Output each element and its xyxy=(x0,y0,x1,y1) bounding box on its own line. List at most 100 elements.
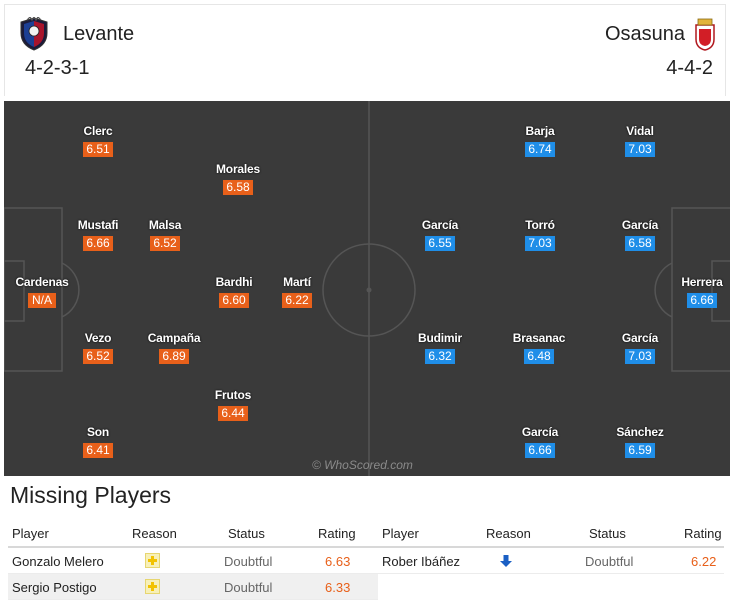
player-name: Mustafi xyxy=(77,218,119,232)
away-player-torro[interactable]: Torró 7.03 xyxy=(500,218,580,252)
player-name: Morales xyxy=(216,162,260,176)
levante-crest-icon xyxy=(20,17,48,51)
player-name: Brasanac xyxy=(512,331,566,345)
watermark: © WhoScored.com xyxy=(312,458,413,472)
status-text: Doubtful xyxy=(585,554,634,569)
player-name[interactable]: Sergio Postigo xyxy=(12,580,97,595)
player-rating: 6.41 xyxy=(83,443,113,458)
away-team-name[interactable]: Osasuna xyxy=(604,23,685,45)
home-player-marti[interactable]: Martí 6.22 xyxy=(257,275,337,309)
player-rating: 6.66 xyxy=(525,443,555,458)
player-name: Martí xyxy=(283,275,311,289)
column-header-reason: Reason xyxy=(132,526,177,541)
home-player-morales[interactable]: Morales 6.58 xyxy=(198,162,278,196)
away-player-vidal[interactable]: Vidal 7.03 xyxy=(600,124,680,158)
player-rating: 7.03 xyxy=(625,349,655,364)
osasuna-crest-icon xyxy=(695,18,715,51)
player-name: Bardhi xyxy=(215,275,253,289)
pitch-lines xyxy=(4,101,730,476)
player-rating: 6.58 xyxy=(223,180,253,195)
rating-value: 6.63 xyxy=(325,554,351,569)
away-player-garcia-1[interactable]: García 6.55 xyxy=(400,218,480,252)
player-rating: 6.59 xyxy=(625,443,655,458)
home-player-son[interactable]: Son 6.41 xyxy=(58,425,138,459)
home-formation: 4-2-3-1 xyxy=(25,57,90,79)
player-rating: 6.44 xyxy=(218,406,248,421)
home-team-name[interactable]: Levante xyxy=(63,23,135,45)
player-name[interactable]: Rober Ibáñez xyxy=(382,554,461,569)
player-name: Malsa xyxy=(148,218,182,232)
away-player-barja[interactable]: Barja 6.74 xyxy=(500,124,580,158)
player-name: Sánchez xyxy=(616,425,664,439)
table-header: Player Reason Status Rating xyxy=(8,520,378,548)
arrow-down-icon xyxy=(500,555,512,567)
home-player-clerc[interactable]: Clerc 6.51 xyxy=(58,124,138,158)
player-rating: 6.22 xyxy=(282,293,312,308)
table-row[interactable]: Rober Ibáñez Doubtful 6.22 xyxy=(378,548,724,574)
away-player-herrera[interactable]: Herrera 6.66 xyxy=(662,275,730,309)
player-name: García xyxy=(421,218,459,232)
player-name: Cardenas xyxy=(15,275,69,289)
away-player-budimir[interactable]: Budimir 6.32 xyxy=(400,331,480,365)
status-text: Doubtful xyxy=(224,580,273,595)
rating-value: 6.33 xyxy=(325,580,351,595)
player-name: Vidal xyxy=(626,124,654,138)
column-header-player: Player xyxy=(12,526,49,541)
home-player-malsa[interactable]: Malsa 6.52 xyxy=(125,218,205,252)
home-player-campana[interactable]: Campaña 6.89 xyxy=(134,331,214,365)
missing-players-title: Missing Players xyxy=(10,482,172,508)
rating-value: 6.22 xyxy=(691,554,717,569)
away-player-brasanac[interactable]: Brasanac 6.48 xyxy=(499,331,579,365)
home-player-bardhi[interactable]: Bardhi 6.60 xyxy=(194,275,274,309)
player-name: Barja xyxy=(525,124,555,138)
player-rating: 6.89 xyxy=(159,349,189,364)
away-player-sanchez[interactable]: Sánchez 6.59 xyxy=(600,425,680,459)
player-name: Vezo xyxy=(84,331,112,345)
injury-icon xyxy=(145,579,160,594)
status-text: Doubtful xyxy=(224,554,273,569)
player-name: Torró xyxy=(525,218,555,232)
column-header-rating: Rating xyxy=(684,526,722,541)
home-player-vezo[interactable]: Vezo 6.52 xyxy=(58,331,138,365)
home-player-frutos[interactable]: Frutos 6.44 xyxy=(193,388,273,422)
away-player-garcia-3[interactable]: García 7.03 xyxy=(600,331,680,365)
home-player-mustafi[interactable]: Mustafi 6.66 xyxy=(58,218,138,252)
column-header-player: Player xyxy=(382,526,419,541)
player-rating: 6.66 xyxy=(83,236,113,251)
player-name: García xyxy=(521,425,559,439)
player-name[interactable]: Gonzalo Melero xyxy=(12,554,104,569)
away-formation: 4-4-2 xyxy=(666,57,713,79)
player-rating: 6.52 xyxy=(150,236,180,251)
player-rating: 6.52 xyxy=(83,349,113,364)
pitch-lineup: Clerc 6.51 Morales 6.58 Mustafi 6.66 Mal… xyxy=(4,101,730,476)
player-name: Son xyxy=(86,425,110,439)
player-name: Frutos xyxy=(214,388,252,402)
player-rating: 6.51 xyxy=(83,142,113,157)
player-rating: 7.03 xyxy=(525,236,555,251)
away-player-garcia-4[interactable]: García 6.66 xyxy=(500,425,580,459)
player-rating: 6.74 xyxy=(525,142,555,157)
player-name: Clerc xyxy=(83,124,113,138)
player-rating: 6.66 xyxy=(687,293,717,308)
match-header: Levante 4-2-3-1 Osasuna 4-4-2 xyxy=(4,4,726,96)
player-name: Budimir xyxy=(418,331,462,345)
column-header-status: Status xyxy=(228,526,265,541)
player-rating: 6.32 xyxy=(425,349,455,364)
player-rating: 6.58 xyxy=(625,236,655,251)
player-name: García xyxy=(621,218,659,232)
player-name: García xyxy=(621,331,659,345)
home-missing-table: Player Reason Status Rating Gonzalo Mele… xyxy=(8,520,378,600)
player-rating: 6.48 xyxy=(524,349,554,364)
player-name: Campaña xyxy=(147,331,201,345)
injury-icon xyxy=(145,553,160,568)
player-name: Herrera xyxy=(681,275,723,289)
player-rating: 6.55 xyxy=(425,236,455,251)
column-header-reason: Reason xyxy=(486,526,531,541)
table-row[interactable]: Gonzalo Melero Doubtful 6.63 xyxy=(8,548,378,574)
player-rating: 7.03 xyxy=(625,142,655,157)
home-player-cardenas[interactable]: Cardenas N/A xyxy=(4,275,82,309)
away-player-garcia-2[interactable]: García 6.58 xyxy=(600,218,680,252)
table-row[interactable]: Sergio Postigo Doubtful 6.33 xyxy=(8,574,378,600)
player-rating: N/A xyxy=(28,293,56,308)
player-rating: 6.60 xyxy=(219,293,249,308)
